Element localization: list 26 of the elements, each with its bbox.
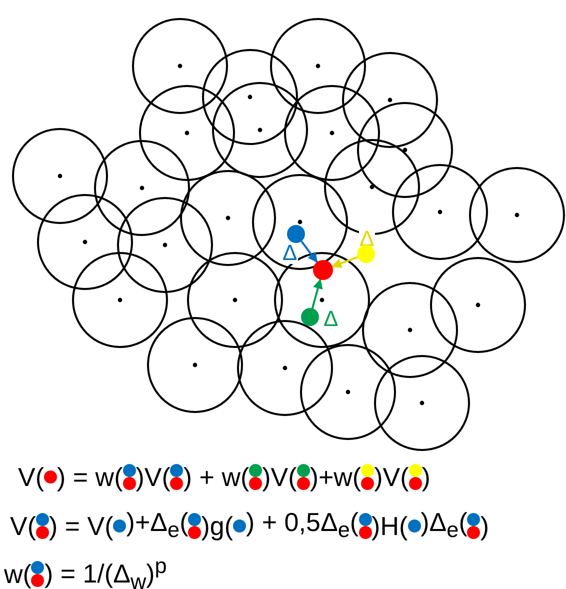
formula-text: V( [10,511,36,542]
formula-text: ) + 0,5Δ$_{e}$( [246,507,359,544]
arrow [311,278,323,309]
formula-text: w( [4,558,32,589]
point-dot [357,245,375,263]
formula-text: ) = w( [57,462,123,492]
point-dot [301,308,319,326]
formula-text: )V( [136,462,170,492]
arrow [331,256,358,268]
formula-text: )H( [372,511,408,542]
arrow [300,240,318,263]
formula-text: ) = V( [49,511,114,542]
formula-text: )g( [201,511,234,542]
formula-text: ) + w( [183,462,250,492]
point-dot [287,225,305,243]
edge-label: Δ [282,242,298,264]
formula-text: ) [422,462,430,492]
formula-text: V( [18,462,44,492]
formula-text: ) [480,511,490,542]
formula-text: )Δ$_{e}$( [420,507,468,544]
formula-text: )V( [374,462,409,492]
formula-text: )+w( [310,462,362,492]
formula-text: )+Δ$_{e}$( [126,507,188,544]
point-dot [313,260,333,280]
formula-text: )V( [262,462,297,492]
formula-text: ) = 1/(Δ$_{w}$)$^{p}$ [44,552,167,589]
